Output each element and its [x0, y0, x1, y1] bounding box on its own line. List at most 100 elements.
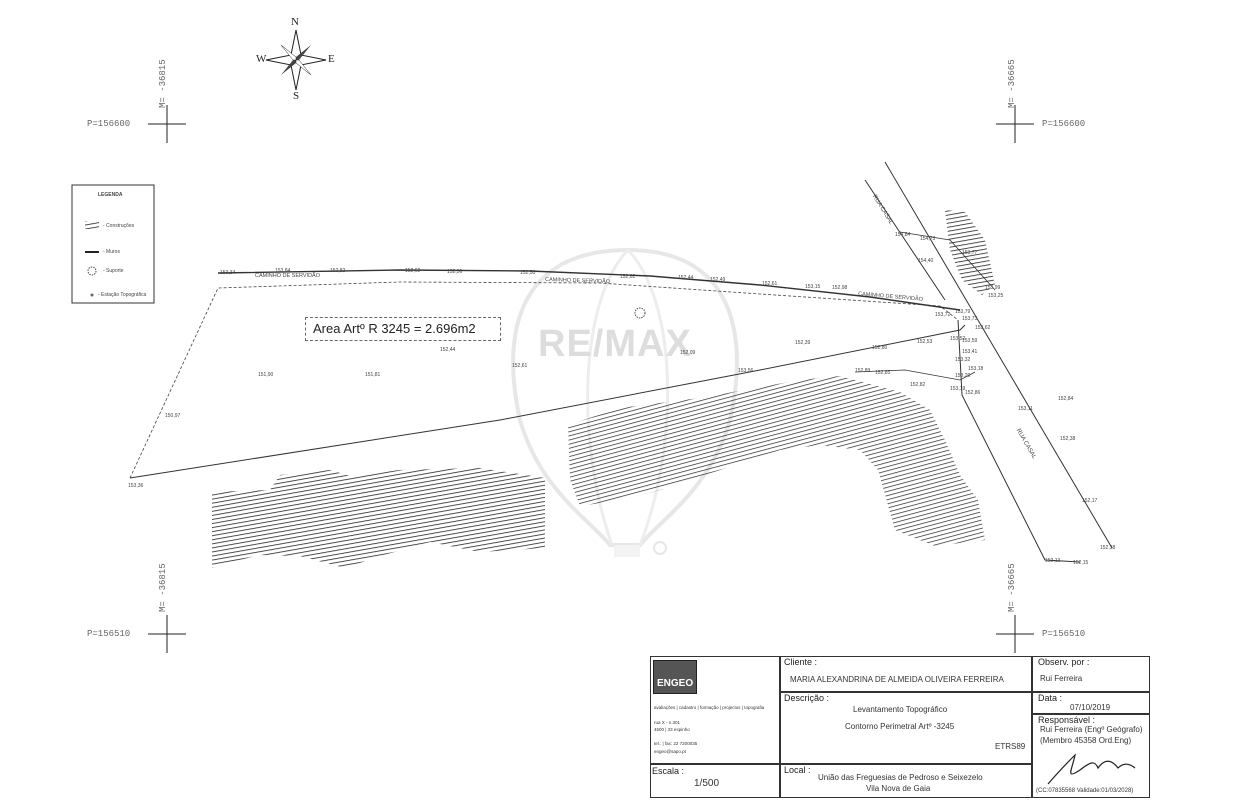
description-line-2: Contorno Perimetral Artº -3245: [845, 722, 955, 731]
elevation-label: 152,56: [447, 269, 463, 275]
construction-north-east: [945, 210, 995, 295]
client-label: Cliente :: [784, 657, 818, 667]
grid-cross-tl: [148, 105, 186, 143]
elevation-label: 152,82: [910, 382, 926, 388]
elevation-label: 153,32: [955, 357, 971, 363]
rua-casal-edge-3: [957, 319, 1081, 563]
grid-m-bottom-right: M= -36665: [1007, 563, 1017, 612]
elevation-label: 153,59: [962, 338, 978, 344]
support-icon: [634, 307, 646, 319]
legend-station-icon: [90, 293, 94, 297]
elevation-label: 152,80: [872, 345, 888, 351]
elevation-label: 154,84: [895, 232, 911, 238]
legend-item-support: - Suporte: [103, 268, 124, 274]
observer-label: Observ. por :: [1038, 657, 1090, 667]
responsible-label: Responsável :: [1038, 715, 1096, 725]
area-label-box: Area Artº R 3245 = 2.696m2: [305, 317, 501, 341]
compass-north: N: [291, 16, 299, 28]
grid-cross-br: [996, 615, 1034, 653]
compass-south: S: [293, 90, 300, 102]
elevation-label: 152,13: [1045, 558, 1061, 564]
plot-inner-line: [854, 369, 976, 381]
elevation-label: 153,34: [220, 270, 236, 276]
legend-construction-swatch: [85, 221, 99, 229]
elevation-label: 152,84: [1058, 396, 1074, 402]
local-line-1: União das Freguesias de Pedroso e Seixez…: [818, 773, 983, 782]
elevation-label: 151,90: [258, 372, 274, 378]
area-label: Area Artº R 3245 = 2.696m2: [313, 321, 476, 336]
elevation-label: 153,29: [955, 373, 971, 379]
elevation-label: 153,15: [805, 284, 821, 290]
engeo-logo: ENGEO: [653, 660, 697, 694]
grid-m-top-left: M= -36815: [158, 59, 168, 108]
parcel-boundary-south: [129, 324, 966, 479]
grid-p-bottom-right: P=156510: [1042, 629, 1086, 639]
elevation-label: 152,49: [710, 277, 726, 283]
company-cell: [650, 656, 780, 764]
observer-cell: [1032, 656, 1150, 692]
legend-item-construction: - Construções: [103, 223, 135, 229]
legend-item-wall: - Muros: [103, 249, 120, 255]
elevation-label: 152,44: [440, 347, 456, 353]
elevation-label: 154,73: [920, 236, 936, 242]
responsible-cell: [1032, 714, 1150, 798]
client-cell: [780, 656, 1032, 692]
road-label-1: CAMINHO DE SERVIDÃO: [255, 273, 320, 279]
elevation-label: 153,41: [962, 349, 978, 355]
elevation-label: 153,62: [975, 325, 991, 331]
elevation-label: 153,19: [950, 386, 966, 392]
address-line-2: 4500 | 33 espinho: [654, 727, 690, 732]
elevation-label: 153,18: [968, 366, 984, 372]
email-text: engeo@sapo.pt: [654, 749, 686, 754]
grid-p-top-left: P=156600: [87, 119, 131, 129]
description-cell: [780, 692, 1032, 764]
responsible-line-2: (Membro 45358 Ord.Eng): [1040, 736, 1132, 745]
grid-m-bottom-left: M= -36815: [158, 563, 168, 612]
elevation-label: 152,98: [832, 285, 848, 291]
certificate-text: (CC:07835568 Validade:01/03/2028): [1036, 788, 1134, 794]
grid-cross-tr: [996, 105, 1034, 143]
grid-m-top-right: M= -36665: [1007, 59, 1017, 108]
title-block: ENGEO avaliações | cadastro | formação |…: [650, 656, 1150, 798]
elevation-label: 152,82: [330, 268, 346, 274]
rua-casal-edge-1: [884, 161, 1113, 549]
road-edge: [217, 269, 961, 311]
scale-cell: [650, 764, 780, 798]
elevation-label: 152,61: [512, 363, 528, 369]
parcel-boundary-dashed: [129, 281, 959, 479]
description-label: Descrição :: [784, 693, 830, 703]
grid-cross-bl: [148, 615, 186, 653]
local-label: Local :: [784, 765, 811, 775]
compass-west: W: [256, 53, 267, 65]
construction-central: [568, 376, 985, 546]
elevation-label: 152,50: [520, 270, 536, 276]
observer-value: Rui Ferreira: [1040, 674, 1083, 683]
legend-title: LEGENDA: [98, 192, 123, 198]
elevation-label: 152,86: [965, 390, 981, 396]
elevation-label: 152,15: [1073, 560, 1089, 566]
date-label: Data :: [1038, 693, 1063, 703]
responsible-line-1: Rui Ferreira (Engº Geógrafo): [1040, 725, 1143, 734]
elevation-label: 151,81: [365, 372, 381, 378]
elevation-label: 152,17: [1082, 498, 1098, 504]
logo-subtitle: avaliações | cadastro | formação | proje…: [654, 705, 765, 710]
elevation-label: 153,79: [955, 309, 971, 315]
elevation-label: 152,61: [762, 281, 778, 287]
compass-east: E: [328, 53, 335, 65]
client-value: MARIA ALEXANDRINA DE ALMEIDA OLIVEIRA FE…: [790, 675, 1004, 684]
elevation-label: 152,38: [1060, 436, 1076, 442]
date-value: 07/10/2019: [1070, 703, 1111, 712]
elevation-label: 153,11: [1018, 406, 1033, 412]
elevation-label: 152,39: [795, 340, 811, 346]
scale-label: Escala :: [652, 766, 685, 776]
phone-text: tel.: | fax: 22 7200035: [654, 741, 698, 746]
elevation-label: 153,99: [985, 285, 1001, 291]
elevation-label: 152,44: [678, 275, 694, 281]
grid-p-bottom-left: P=156510: [87, 629, 131, 639]
elevation-label: 153,77: [962, 250, 978, 256]
elevation-label: 152,53: [917, 339, 933, 345]
logo-text: ENGEO: [657, 678, 694, 689]
elevation-label: 153,36: [128, 483, 144, 489]
elevation-label: 152,62: [405, 268, 421, 274]
elevation-label: 152,09: [680, 350, 696, 356]
